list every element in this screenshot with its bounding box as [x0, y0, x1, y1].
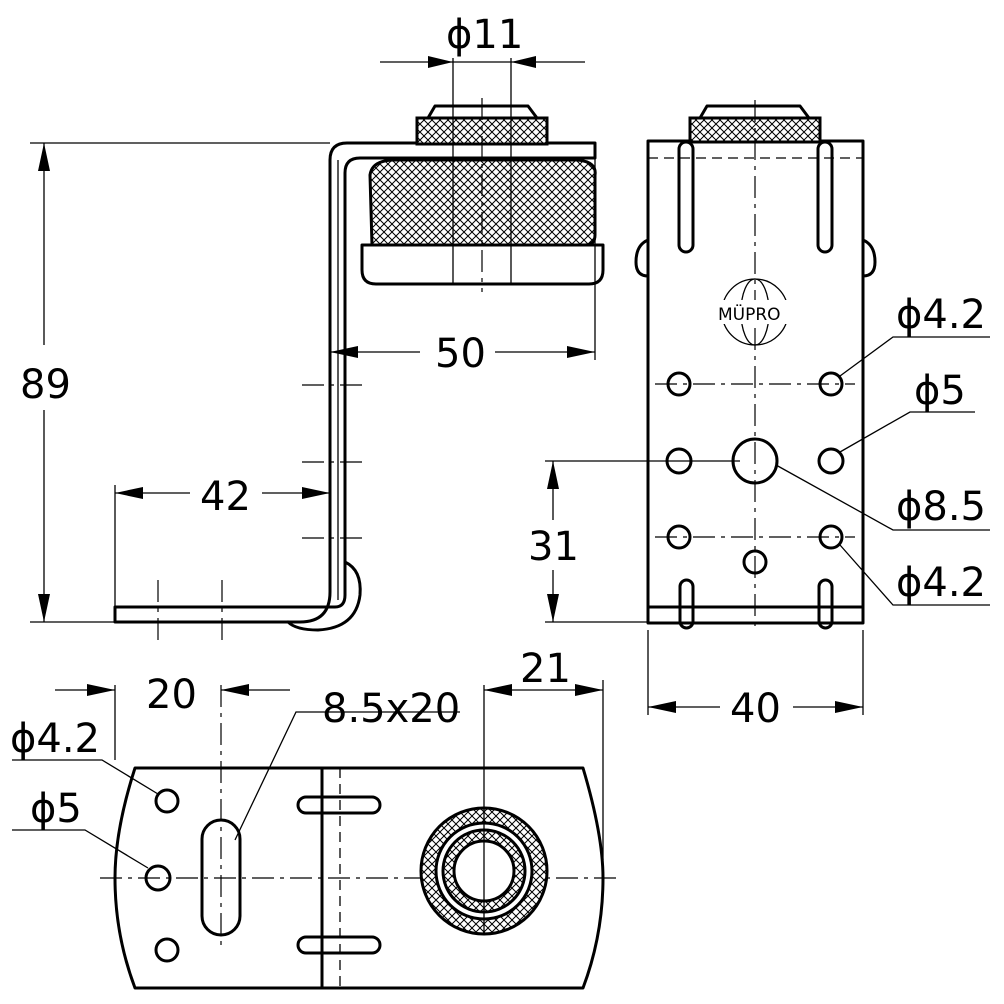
label-foot-d4-2: ϕ4.2: [10, 716, 100, 762]
side-view: ϕ11 50 89 42: [20, 12, 605, 640]
front-slot-left: [677, 140, 695, 254]
dim-50: 50: [435, 331, 486, 377]
bracket-bend-nub: [286, 560, 362, 632]
label-d5: ϕ5: [914, 368, 966, 414]
front-slot-right: [816, 140, 834, 254]
front-bottom-slot-left: [678, 578, 695, 630]
dim-top-stud: ϕ11: [446, 12, 523, 58]
label-d8-5: ϕ8.5: [896, 484, 986, 530]
leader-foot-d4-2: [12, 759, 159, 795]
dim-31: 31: [528, 524, 579, 570]
label-foot-d5: ϕ5: [30, 786, 82, 832]
front-bottom-slot-right: [817, 578, 834, 630]
rubber-base-cup: [360, 243, 605, 286]
dim-21: 21: [520, 646, 571, 692]
leader-d5: [839, 411, 975, 453]
label-d4-2-lower: ϕ4.2: [896, 560, 986, 606]
logo-text: MÜPRO: [718, 303, 781, 325]
mupro-logo: MÜPRO: [716, 278, 794, 346]
bottom-view: 20 8.5x20 21 ϕ4.2 ϕ5: [10, 646, 620, 990]
dim-89: 89: [20, 362, 71, 408]
dim-42: 42: [200, 474, 251, 520]
dim-20: 20: [146, 672, 197, 718]
foot-hslot-top: [296, 795, 382, 815]
label-slot: 8.5x20: [322, 686, 460, 732]
dim-40: 40: [730, 686, 781, 732]
label-d4-2-upper: ϕ4.2: [896, 292, 986, 338]
leader-d8-5: [775, 464, 990, 531]
front-stud-cap-top: [698, 104, 811, 120]
leader-slot: [234, 711, 460, 841]
foot-hole-bottom: [154, 937, 180, 963]
foot-hslot-bottom: [296, 935, 382, 955]
leader-d4-2-upper: [839, 336, 990, 377]
foot-hole-top: [154, 788, 180, 814]
front-hole-bottom-center: [742, 549, 768, 575]
front-clip-right: [861, 238, 877, 278]
leader-foot-d5: [12, 829, 149, 869]
foot-hole-middle: [144, 864, 172, 892]
foot-outline: [113, 766, 605, 990]
front-view: MÜPRO ϕ4.2 ϕ5 ϕ8.5 ϕ4.2 31: [528, 100, 990, 732]
leader-d4-2-lower: [839, 544, 990, 606]
front-hole-r2-right: [817, 447, 845, 475]
front-clip-left: [634, 238, 650, 278]
